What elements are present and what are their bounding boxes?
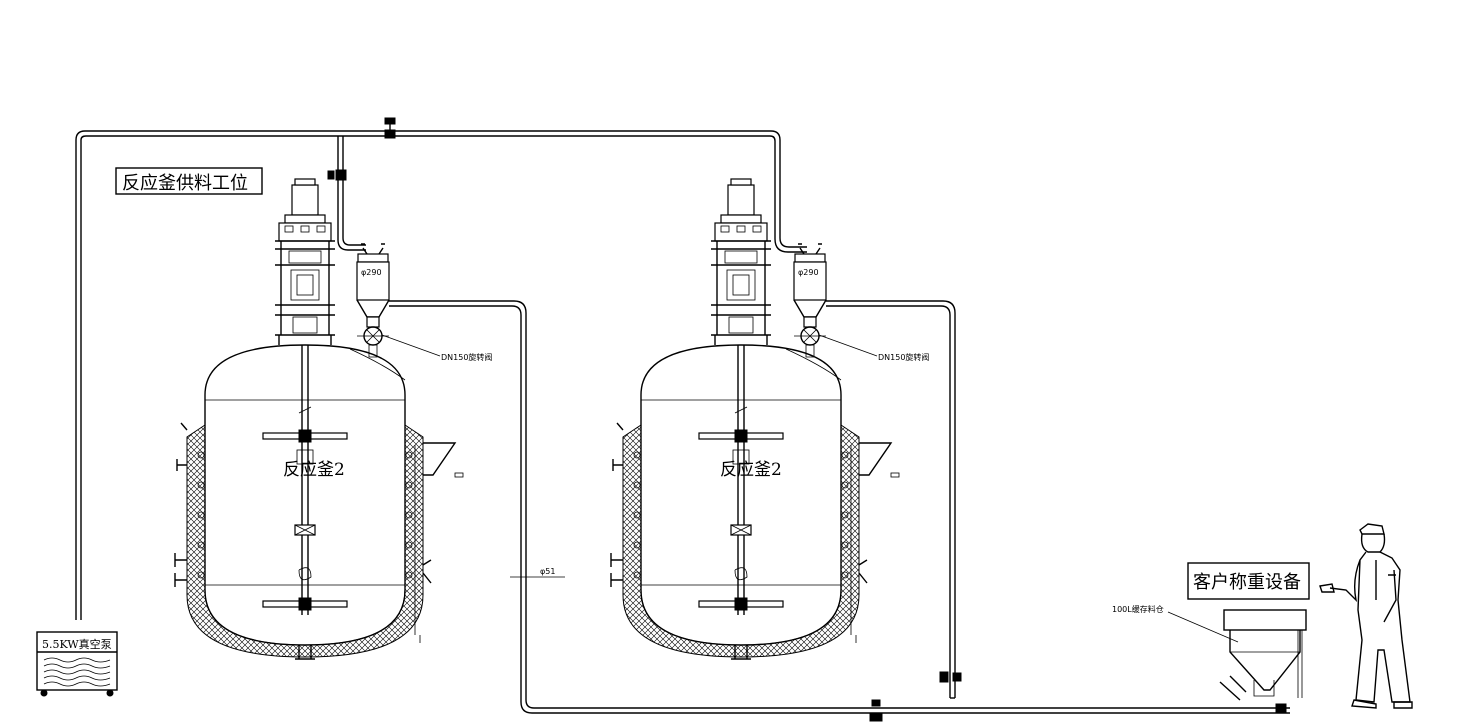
valve-left-label: DN150旋转阀 <box>441 352 492 362</box>
reactor-right-label: 反应釜2 <box>720 460 782 480</box>
pump-label: 5.5KW真空泵 <box>42 637 112 651</box>
pipe-label: φ51 <box>540 567 555 576</box>
valve-right-label: DN150旋转阀 <box>878 352 929 362</box>
buffer-hopper <box>1167 609 1307 701</box>
weighing-label: 客户称重设备 <box>1193 572 1301 593</box>
hopper-right <box>793 243 827 358</box>
hopper-left-label: φ290 <box>361 268 382 277</box>
material-pipe-left <box>389 300 1290 709</box>
vacuum-pipe-top <box>75 130 807 620</box>
reactor-left-label: 反应釜2 <box>283 460 345 480</box>
weighing-box <box>1187 562 1310 600</box>
reactor-right <box>610 178 900 660</box>
material-pipe-right <box>826 300 956 698</box>
bottom-valve <box>869 699 883 722</box>
reactor-left <box>174 178 464 660</box>
station-title-box <box>115 167 263 195</box>
branch-valve-left <box>327 169 347 181</box>
buffer-label: 100L缓存料仓 <box>1112 604 1164 614</box>
vacuum-branch-left <box>337 136 366 251</box>
right-pipe-valve <box>939 671 962 683</box>
hopper-left <box>356 243 390 358</box>
worker-figure <box>1319 523 1413 709</box>
top-pipe-valve <box>384 117 396 139</box>
station-title: 反应釜供料工位 <box>122 173 248 194</box>
hopper-right-label: φ290 <box>798 268 819 277</box>
vacuum-pump <box>36 631 118 697</box>
